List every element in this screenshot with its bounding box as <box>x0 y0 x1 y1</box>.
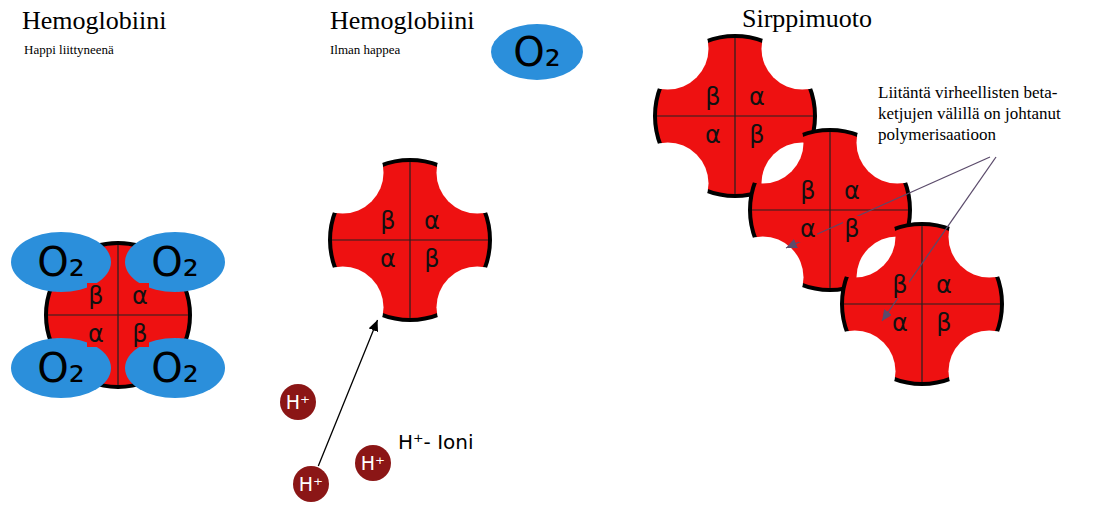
chain-divider <box>734 36 735 196</box>
hemoglobin-molecule: βααβ <box>330 160 490 320</box>
chain-letter: α <box>799 216 817 242</box>
chain-letter: β <box>843 216 860 242</box>
oxygen-shape <box>125 338 225 398</box>
oxygen-ellipse: O₂ <box>11 338 111 398</box>
chain-letter: α <box>748 84 766 110</box>
chain-divider <box>117 243 118 387</box>
text-holder: H⁺ <box>355 445 391 481</box>
ion-shape <box>293 466 329 502</box>
ion-shape <box>355 445 391 481</box>
panel-subtitle: Happi liittyneenä <box>24 42 114 57</box>
chain-divider <box>921 224 922 384</box>
ion-shape <box>280 384 316 420</box>
chain-cell: α <box>373 244 403 274</box>
chain-cell: β <box>885 270 915 300</box>
ion-label-box: H⁺- Ioni <box>398 430 474 454</box>
chain-letter: β <box>131 321 148 347</box>
chain-cell: α <box>885 308 915 338</box>
chain-cell: α <box>793 214 823 244</box>
panel-title-box: Sirppimuoto <box>742 4 872 34</box>
oxygen-label: O₂ <box>37 240 85 284</box>
molecule-fill <box>330 160 490 320</box>
chain-cell: β <box>929 308 959 338</box>
chain-letter: α <box>87 321 105 347</box>
chain-letter: β <box>423 246 440 272</box>
chain-cell: α <box>837 176 867 206</box>
chain-letter: α <box>891 310 909 336</box>
oxygen-label: O₂ <box>151 346 199 390</box>
oxygen-shape <box>491 24 583 80</box>
oxygen-shape <box>11 338 111 398</box>
callout-note-box: Liitäntä virheellisten beta-ketjujen väl… <box>878 82 1078 145</box>
panel-title: Sirppimuoto <box>742 4 872 33</box>
panel-subtitle-box: Happi liittyneenä <box>24 40 114 58</box>
hydrogen-ion: H⁺ <box>293 466 329 502</box>
chain-letter: β <box>87 283 104 309</box>
hb-outline <box>330 160 490 320</box>
panel-title: Hemoglobiini <box>330 6 474 35</box>
chain-cell: α <box>929 270 959 300</box>
hemoglobin-molecule: βααβ <box>842 224 1002 384</box>
chain-letter: β <box>379 208 396 234</box>
ion-label: H⁺- Ioni <box>398 430 474 454</box>
ion-symbol: H⁺ <box>361 452 385 474</box>
reaction-arrow <box>318 320 377 466</box>
panel-title-box: Hemoglobiini <box>22 6 166 36</box>
leader-line <box>882 157 996 321</box>
chain-divider <box>829 130 830 290</box>
ion-symbol: H⁺ <box>299 473 323 495</box>
chain-cell: α <box>742 82 772 112</box>
panel-title: Hemoglobiini <box>22 6 166 35</box>
molecule-body <box>842 224 1002 384</box>
hydrogen-ion: H⁺ <box>355 445 391 481</box>
panel-subtitle: Ilman happea <box>330 42 400 57</box>
leader-line <box>786 157 990 248</box>
panel-title-box: Hemoglobiini <box>330 6 474 36</box>
chain-letter: α <box>379 246 397 272</box>
chain-letter: α <box>704 122 722 148</box>
chain-cell: β <box>698 82 728 112</box>
oxygen-ellipse: O₂ <box>125 338 225 398</box>
chain-cell: β <box>417 244 447 274</box>
oxygen-label: O₂ <box>151 240 199 284</box>
oxygen-label: O₂ <box>513 30 561 74</box>
chain-letter: β <box>891 272 908 298</box>
ion-symbol: H⁺ <box>286 391 310 413</box>
molecule-border <box>842 224 1002 384</box>
chain-letter: α <box>423 208 441 234</box>
molecule-fill <box>842 224 1002 384</box>
chain-letter: β <box>748 122 765 148</box>
chain-letter: β <box>799 178 816 204</box>
chain-cell: α <box>417 206 447 236</box>
chain-letter: α <box>843 178 861 204</box>
chain-letter: α <box>131 283 149 309</box>
chain-letter: β <box>935 310 952 336</box>
chain-cell: β <box>837 214 867 244</box>
oxygen-shape <box>125 232 225 292</box>
callout-note: Liitäntä virheellisten beta-ketjujen väl… <box>878 82 1078 145</box>
molecule-border <box>330 160 490 320</box>
chain-cell: β <box>373 206 403 236</box>
molecule-body <box>330 160 490 320</box>
text-holder: O₂ <box>11 338 111 398</box>
chain-letter: β <box>704 84 721 110</box>
chain-cell: α <box>698 120 728 150</box>
text-holder: O₂ <box>491 24 583 80</box>
oxygen-ellipse: O₂ <box>491 24 583 80</box>
chain-cell: β <box>742 120 772 150</box>
chain-divider <box>409 160 410 320</box>
text-holder: O₂ <box>125 338 225 398</box>
oxygen-shape <box>11 232 111 292</box>
hb-outline <box>842 224 1002 384</box>
oxygen-label: O₂ <box>37 346 85 390</box>
chain-cell: β <box>793 176 823 206</box>
text-holder: H⁺ <box>293 466 329 502</box>
panel-subtitle-box: Ilman happea <box>330 40 400 58</box>
chain-letter: α <box>935 272 953 298</box>
text-holder: H⁺ <box>280 384 316 420</box>
hydrogen-ion: H⁺ <box>280 384 316 420</box>
